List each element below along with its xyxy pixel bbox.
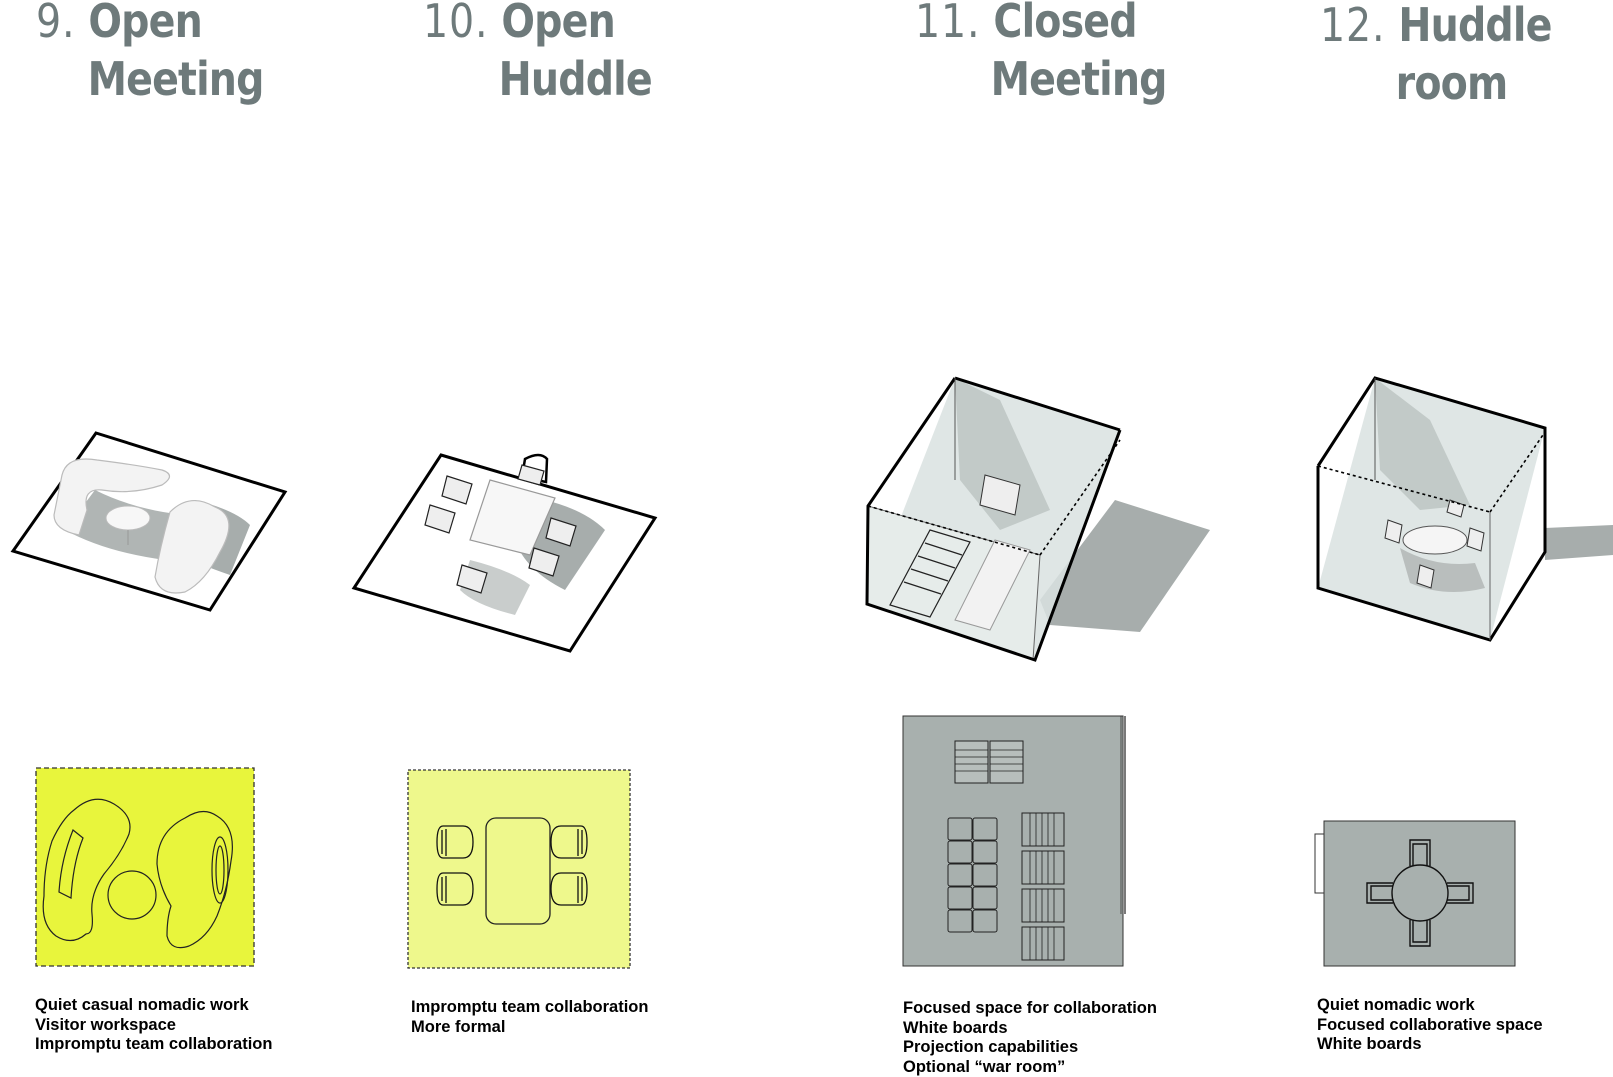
plan-area (36, 768, 254, 966)
open-huddle-description: Impromptu team collaboration More formal (411, 998, 648, 1037)
description-line: Impromptu team collaboration (35, 1035, 272, 1055)
huddle-room-description: Quiet nomadic work Focused collaborative… (1317, 996, 1543, 1055)
description-line: Projection capabilities (903, 1038, 1157, 1058)
closed-meeting-axonometric (867, 378, 1210, 660)
description-line: Focused collaborative space (1317, 1016, 1543, 1036)
open-meeting-description: Quiet casual nomadic work Visitor worksp… (35, 996, 272, 1055)
description-line: White boards (1317, 1035, 1543, 1055)
description-line: More formal (411, 1018, 648, 1038)
plan-area (408, 770, 630, 968)
description-line: Impromptu team collaboration (411, 998, 648, 1018)
huddle-room-axonometric (1318, 378, 1613, 640)
plan-area (1324, 821, 1515, 966)
description-line: Focused space for collaboration (903, 999, 1157, 1019)
description-line: Quiet nomadic work (1317, 996, 1543, 1016)
open-huddle-plan (408, 770, 630, 968)
open-meeting-axonometric (13, 433, 285, 610)
description-line: Visitor workspace (35, 1016, 272, 1036)
open-meeting-plan (36, 768, 254, 966)
open-huddle-axonometric (354, 455, 655, 651)
description-line: White boards (903, 1019, 1157, 1039)
description-line: Quiet casual nomadic work (35, 996, 272, 1016)
closed-meeting-plan (903, 716, 1125, 966)
description-line: Optional “war room” (903, 1058, 1157, 1077)
closed-meeting-description: Focused space for collaboration White bo… (903, 999, 1157, 1077)
huddle-room-plan (1315, 821, 1515, 966)
